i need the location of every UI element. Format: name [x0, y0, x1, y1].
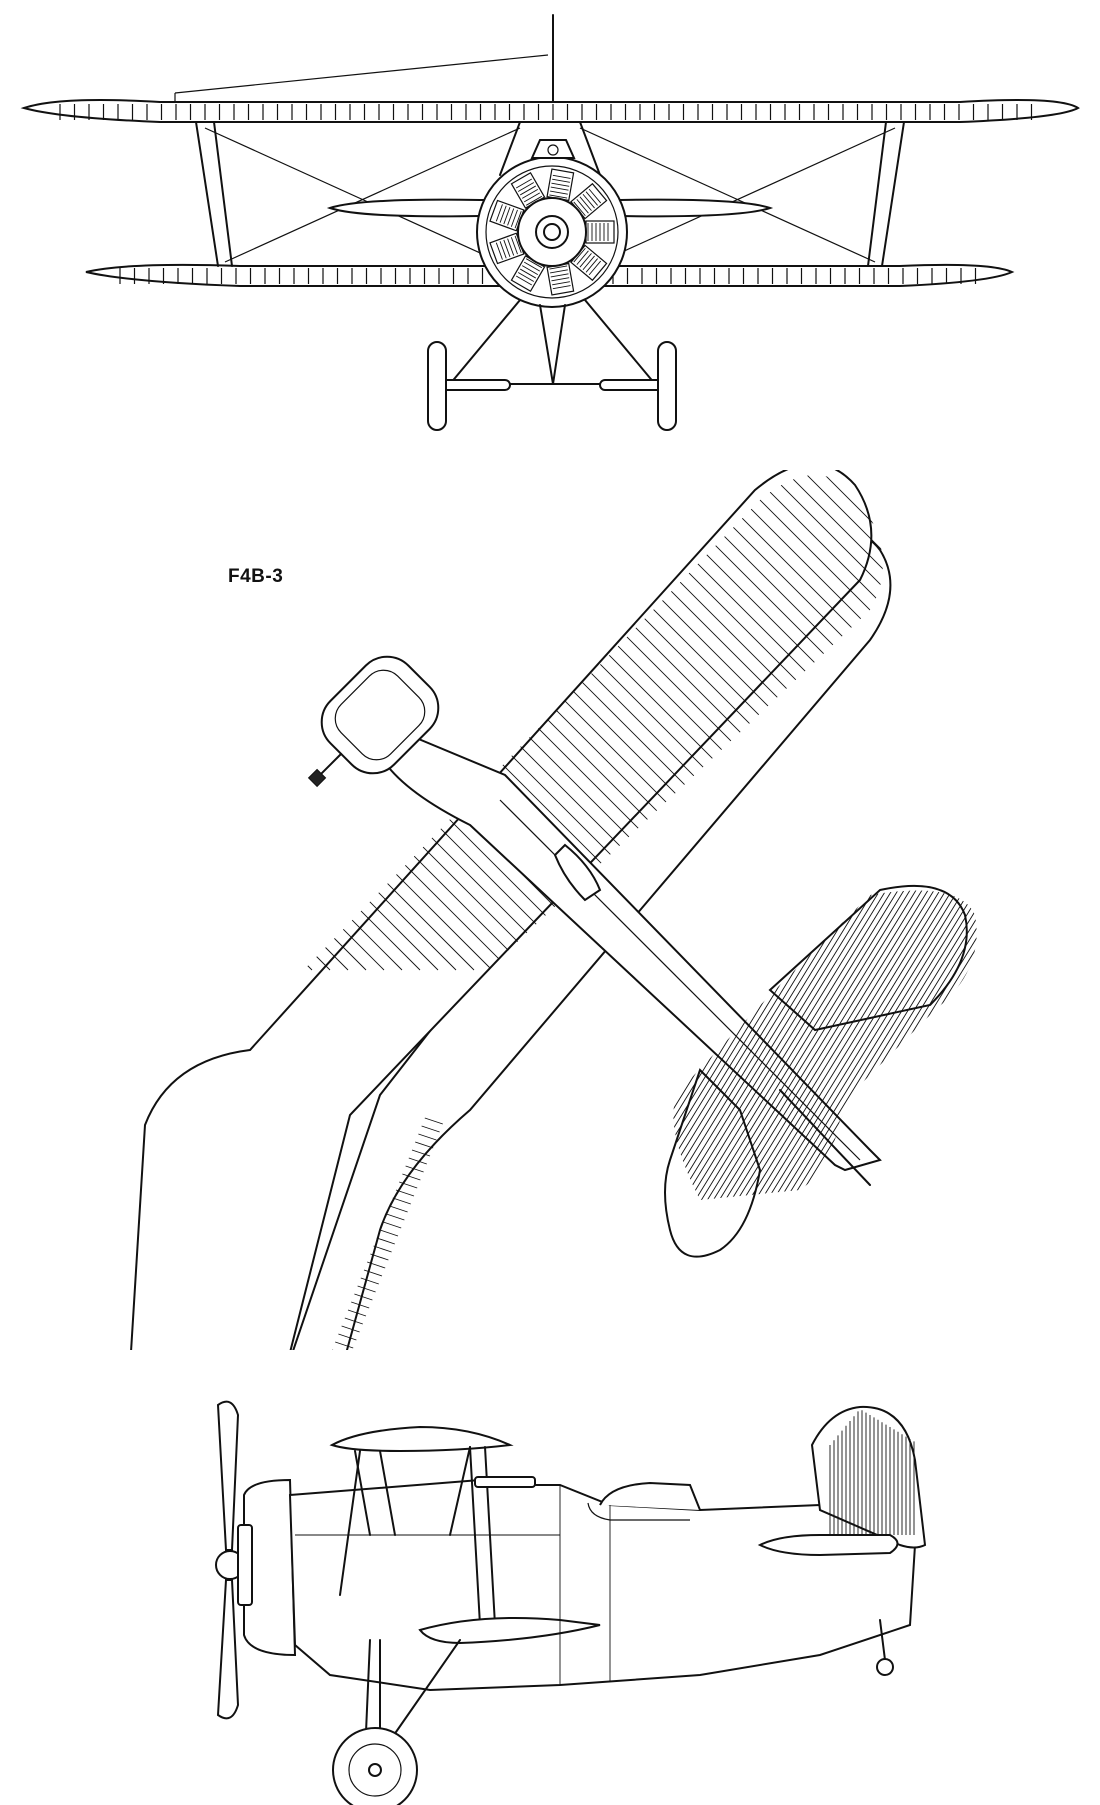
right-wheel — [657, 341, 677, 431]
propeller — [216, 1400, 240, 1551]
upper-wing-side — [329, 1425, 514, 1453]
front-view — [20, 14, 1080, 431]
left-wheel — [427, 341, 447, 431]
upper-wing — [20, 99, 1080, 123]
main-wheel — [332, 1727, 418, 1805]
side-view — [215, 1400, 927, 1805]
fin-rudder — [810, 1405, 927, 1549]
upper-wing-plan — [130, 470, 873, 1350]
top-view — [130, 470, 977, 1350]
aircraft-designation-label: F4B-3 — [228, 566, 284, 587]
lower-wing-side — [418, 1617, 601, 1645]
elevator — [664, 1068, 762, 1258]
